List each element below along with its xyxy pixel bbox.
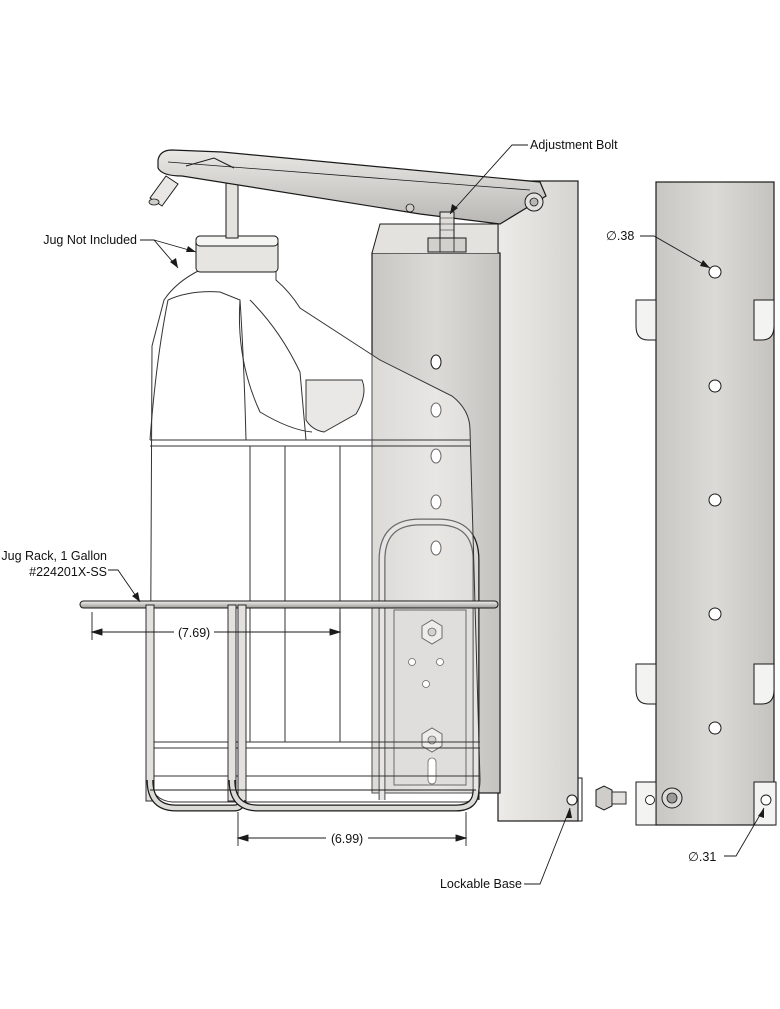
label-jug-rack-line1: Jug Rack, 1 Gallon: [1, 549, 107, 563]
pump-lever: [148, 149, 547, 225]
dimension-label-6-99: 6.99: [335, 832, 359, 846]
label-hole-dia-31: ∅.31: [688, 850, 716, 864]
dimension-label-7-69: 7.69: [182, 626, 206, 640]
jug-cap: [195, 179, 279, 273]
dimension-rack-width: [236, 812, 468, 846]
dimension-rack-depth: [90, 612, 342, 640]
backplate-holes: [708, 265, 722, 735]
label-jug-not-included: Jug Not Included: [43, 233, 137, 247]
mounting-plate-side: [497, 180, 579, 822]
label-adjustment-bolt: Adjustment Bolt: [530, 138, 618, 152]
rack-bracket-bolts: [408, 619, 444, 785]
lock-bolt-part: [595, 785, 627, 811]
dim-paren-close-2: ): [359, 832, 363, 846]
backplate-hooks: [635, 299, 775, 705]
channel-holes: [430, 354, 442, 556]
dim-paren-close-1: ): [206, 626, 210, 640]
jug-rack: [79, 600, 499, 812]
side-view-assembly: 7.69 ( ) 6.99 ( ): [79, 149, 583, 846]
dim-paren-open-1: (: [178, 626, 183, 640]
dim-paren-open-2: (: [331, 832, 336, 846]
label-jug-rack-line2: #224201X-SS: [29, 565, 107, 579]
base-lock-hole: [566, 794, 578, 806]
label-hole-dia-38: ∅.38: [606, 229, 634, 243]
label-lockable-base: Lockable Base: [440, 877, 522, 891]
callout-leaders: [108, 144, 765, 885]
backplate-front-view: [595, 181, 777, 826]
callout-arrowheads: [132, 204, 764, 818]
adjustment-bolt: [427, 211, 467, 253]
backplate: [655, 181, 775, 826]
